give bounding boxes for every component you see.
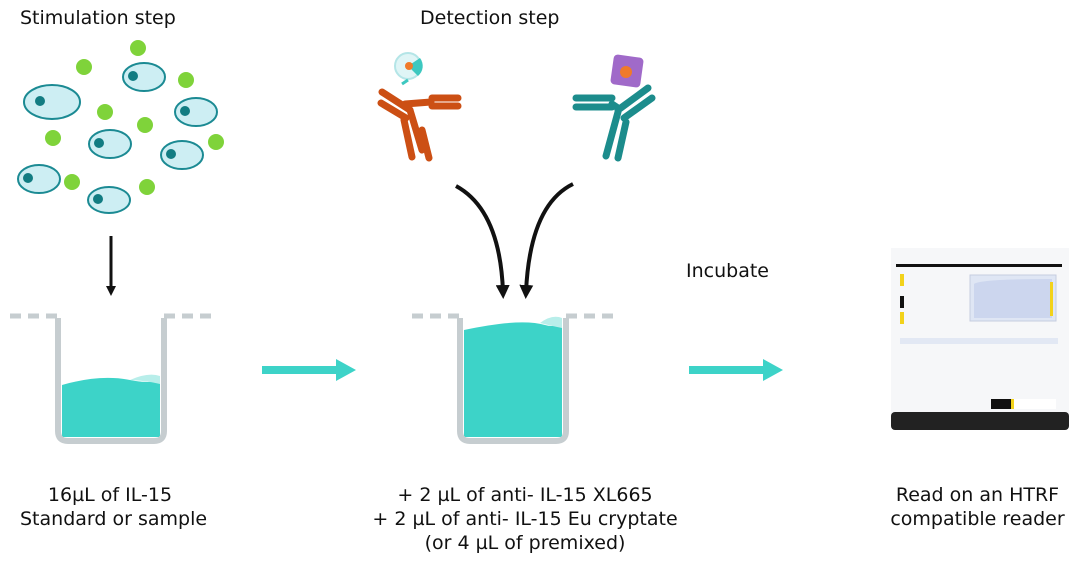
stimulation-step-heading: Stimulation step bbox=[20, 7, 176, 29]
curved-arrow-left bbox=[455, 184, 510, 299]
il15-dot-icon bbox=[139, 179, 155, 195]
cytokines bbox=[45, 40, 224, 195]
cell-icon bbox=[23, 84, 81, 120]
flow-arrow bbox=[689, 359, 783, 381]
il15-dot-icon bbox=[64, 174, 80, 190]
detection-step-heading: Detection step bbox=[420, 7, 560, 29]
il15-dot-icon bbox=[137, 117, 153, 133]
cell-icon bbox=[122, 62, 166, 92]
antibody-eu-cryptate-icon bbox=[377, 88, 462, 162]
il15-dot-icon bbox=[45, 130, 61, 146]
cell-icon bbox=[88, 129, 132, 159]
il15-dot-icon bbox=[76, 59, 92, 75]
il15-dot-icon bbox=[178, 72, 194, 88]
cell-icon bbox=[17, 164, 61, 194]
curved-arrow-right bbox=[519, 182, 574, 299]
cells-cluster bbox=[17, 62, 218, 214]
well-icon bbox=[412, 313, 614, 444]
stimulation-caption: 16µL of IL-15 Standard or sample bbox=[20, 484, 208, 530]
incubate-label: Incubate bbox=[686, 260, 769, 282]
il15-dot-icon bbox=[208, 134, 224, 150]
flow-arrow bbox=[262, 359, 356, 381]
well-icon bbox=[10, 313, 212, 444]
htrf-reader-icon bbox=[891, 248, 1069, 430]
cell-icon bbox=[87, 186, 131, 214]
cell-icon bbox=[174, 97, 218, 127]
detection-caption: + 2 µL of anti- IL-15 XL665 + 2 µL of an… bbox=[372, 484, 678, 554]
antibody-xl665-icon bbox=[572, 84, 656, 162]
il15-dot-icon bbox=[130, 40, 146, 56]
xl665-label bbox=[610, 54, 644, 88]
reader-caption: Read on an HTRF compatible reader bbox=[890, 484, 1065, 530]
il15-dot-icon bbox=[97, 104, 113, 120]
eu-cryptate-label bbox=[394, 52, 423, 86]
cell-icon bbox=[160, 140, 204, 170]
